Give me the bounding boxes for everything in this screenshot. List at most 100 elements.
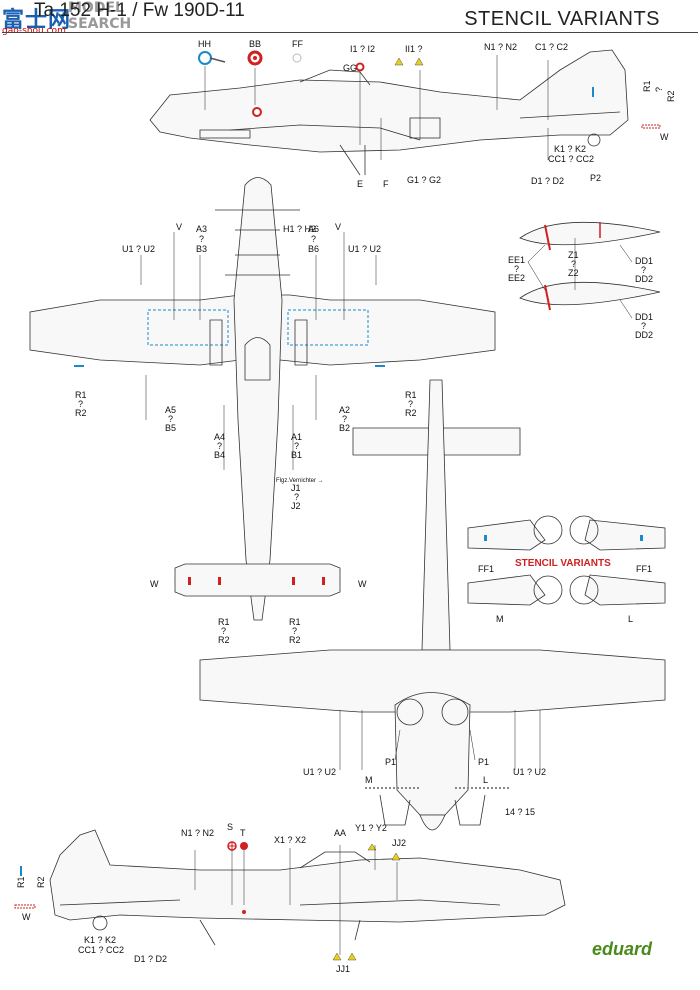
label-q-tail-l: ? (221, 626, 226, 636)
label-JJ2: JJ2 (392, 838, 406, 848)
label-BB: BB (249, 39, 261, 49)
label-q-Z: ? (571, 259, 576, 269)
label-B6: B6 (308, 244, 319, 254)
label-H: H1 ? H2 (283, 224, 316, 234)
label-W-top: W (660, 132, 669, 142)
label-P1-l: P1 (385, 757, 396, 767)
label-R2-top: R2 (666, 90, 676, 102)
label-FF1-l: FF1 (478, 564, 494, 574)
page-title: STENCIL VARIANTS (464, 8, 660, 30)
label-A4: A4 (214, 432, 225, 442)
label-HH: HH (198, 39, 211, 49)
label-A6: A6 (308, 224, 319, 234)
label-q-A5: ? (168, 414, 173, 424)
cowling-details (467, 515, 666, 606)
label-W-tail-l: W (150, 579, 159, 589)
plan-view-upper (29, 177, 496, 621)
label-q-EE: ? (514, 264, 519, 274)
label-II: II1 ? (405, 44, 423, 54)
label-U-left: U1 ? U2 (122, 244, 155, 254)
label-q-A2: ? (342, 414, 347, 424)
label-FF1-r: FF1 (636, 564, 652, 574)
model-title: Ta 152 H-1 / Fw 190D-11 (34, 0, 245, 21)
label-Z2: Z2 (568, 268, 579, 278)
label-AA: AA (334, 828, 346, 838)
label-P1-r: P1 (478, 757, 489, 767)
label-CC-top: CC1 ? CC2 (548, 154, 594, 164)
label-14-15: 14 ? 15 (505, 807, 535, 817)
label-FF: FF (292, 39, 303, 49)
plan-view-lower (199, 649, 666, 831)
label-V-left: V (176, 222, 182, 232)
label-C: C1 ? C2 (535, 42, 568, 52)
label-N-bot: N1 ? N2 (181, 828, 214, 838)
label-U-right: U1 ? U2 (348, 244, 381, 254)
label-R2-wing-l: R2 (75, 408, 87, 418)
label-DD2b: DD2 (635, 330, 653, 340)
label-V-right: V (335, 222, 341, 232)
label-M-right: M (496, 614, 504, 624)
label-A5: A5 (165, 405, 176, 415)
label-DD1a: DD1 (635, 256, 653, 266)
watermark-url: gao-shou.com (2, 26, 66, 36)
label-I: I1 ? I2 (350, 44, 375, 54)
label-q-J: ? (294, 492, 299, 502)
label-q-top: ? (654, 87, 664, 92)
label-B2: B2 (339, 423, 350, 433)
label-W-bot: W (22, 912, 31, 922)
label-R1-bot: R1 (16, 876, 26, 888)
label-q-wing-r: ? (408, 399, 413, 409)
label-R1-tail-l: R1 (218, 617, 230, 627)
label-G: G1 ? G2 (407, 175, 441, 185)
label-Z1: Z1 (568, 250, 579, 260)
label-D-top: D1 ? D2 (531, 176, 564, 186)
label-R2-bot: R2 (36, 876, 46, 888)
label-L-bottom: L (483, 775, 488, 785)
label-q-A1: ? (294, 441, 299, 451)
label-J-caption: Flgz.Vernichter → (276, 478, 324, 484)
label-D-bot: D1 ? D2 (134, 954, 167, 964)
label-J1: J1 (291, 483, 301, 493)
label-q-A6: ? (311, 234, 316, 244)
label-E: E (357, 179, 363, 189)
label-q-DDa: ? (641, 265, 646, 275)
drop-tank-details (519, 221, 661, 319)
label-W-tail-r: W (358, 579, 367, 589)
label-X: X1 ? X2 (274, 835, 306, 845)
label-B3: B3 (196, 244, 207, 254)
label-B4: B4 (214, 450, 225, 460)
label-EE2: EE2 (508, 273, 525, 283)
label-K-top: K1 ? K2 (554, 144, 586, 154)
label-EE1: EE1 (508, 255, 525, 265)
label-A2: A2 (339, 405, 350, 415)
center-stencil-title: STENCIL VARIANTS (515, 558, 611, 569)
label-R2-tail-r: R2 (289, 635, 301, 645)
label-q-A4: ? (217, 441, 222, 451)
label-M-bottom: M (365, 775, 373, 785)
label-Y: Y1 ? Y2 (355, 823, 387, 833)
label-R1-tail-r: R1 (289, 617, 301, 627)
label-U-bottom-l: U1 ? U2 (303, 767, 336, 777)
label-J2: J2 (291, 501, 301, 511)
label-T: T (240, 828, 246, 838)
label-U-bottom-r: U1 ? U2 (513, 767, 546, 777)
label-q-A3: ? (199, 234, 204, 244)
label-R1-wing-r: R1 (405, 390, 417, 400)
label-R2-tail-l: R2 (218, 635, 230, 645)
label-P2: P2 (590, 173, 601, 183)
side-view-top (149, 49, 629, 176)
label-F: F (383, 179, 389, 189)
watermark-brand: 富士网 (2, 8, 72, 33)
label-q-wing-l: ? (78, 399, 83, 409)
label-R2-wing-r: R2 (405, 408, 417, 418)
label-GG: GG (343, 63, 357, 73)
side-view-bottom (14, 829, 566, 961)
plan-view-tailplane (352, 379, 521, 651)
label-R1-top: R1 (642, 80, 652, 92)
label-B1: B1 (291, 450, 302, 460)
label-K-bot: K1 ? K2 (84, 935, 116, 945)
label-R1-wing-l: R1 (75, 390, 87, 400)
label-q-DDb: ? (641, 321, 646, 331)
